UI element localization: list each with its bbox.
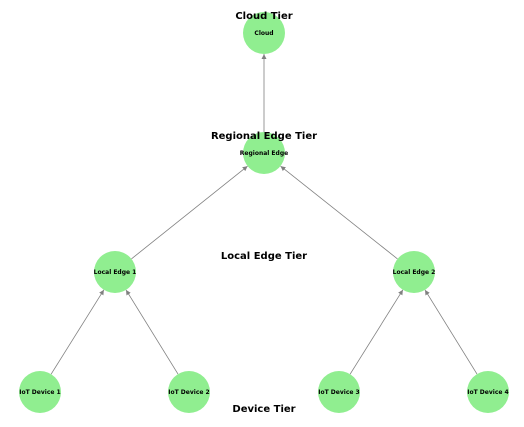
node-local-edge-2-label: Local Edge 2 — [393, 269, 436, 276]
tier-label-regional-edge: Regional Edge Tier — [211, 131, 317, 142]
node-iot-device-2-circle — [168, 371, 210, 413]
node-cloud: Cloud — [243, 12, 285, 54]
node-regional-edge-label: Regional Edge — [240, 150, 288, 157]
node-iot-device-3-label: IoT Device 3 — [318, 389, 359, 396]
tier-label-local-edge: Local Edge Tier — [221, 251, 307, 262]
edges-layer — [50, 54, 478, 375]
node-iot-device-4: IoT Device 4 — [467, 371, 509, 413]
node-local-edge-1-circle — [94, 251, 136, 293]
node-iot-device-2-label: IoT Device 2 — [168, 389, 209, 396]
node-cloud-label: Cloud — [254, 30, 273, 37]
edge-local-edge-2-to-regional-edge — [280, 165, 398, 260]
tier-label-device: Device Tier — [232, 404, 295, 415]
node-iot-device-1-circle — [19, 371, 61, 413]
node-local-edge-1-label: Local Edge 1 — [94, 269, 137, 276]
node-iot-device-4-circle — [467, 371, 509, 413]
node-iot-device-1: IoT Device 1 — [19, 371, 61, 413]
edge-iot-device-2-to-local-edge-1 — [125, 289, 179, 375]
node-regional-edge-circle — [243, 132, 285, 174]
node-regional-edge: Regional Edge — [240, 132, 288, 174]
node-cloud-circle — [243, 12, 285, 54]
node-iot-device-3-circle — [318, 371, 360, 413]
node-iot-device-3: IoT Device 3 — [318, 371, 360, 413]
node-local-edge-2-circle — [393, 251, 435, 293]
edge-iot-device-4-to-local-edge-2 — [424, 289, 478, 375]
node-iot-device-1-label: IoT Device 1 — [19, 389, 60, 396]
edge-local-edge-1-to-regional-edge — [131, 165, 248, 260]
node-iot-device-4-label: IoT Device 4 — [467, 389, 508, 396]
tier-labels-layer: Cloud Tier Regional Edge Tier Local Edge… — [211, 11, 317, 415]
node-local-edge-2: Local Edge 2 — [393, 251, 436, 293]
nodes-layer: Cloud Regional Edge Local Edge 1 Local E… — [19, 12, 509, 413]
node-iot-device-2: IoT Device 2 — [168, 371, 210, 413]
tier-label-cloud: Cloud Tier — [235, 11, 292, 22]
edge-iot-device-1-to-local-edge-1 — [50, 289, 105, 375]
node-local-edge-1: Local Edge 1 — [94, 251, 137, 293]
edge-iot-device-3-to-local-edge-2 — [349, 289, 404, 375]
